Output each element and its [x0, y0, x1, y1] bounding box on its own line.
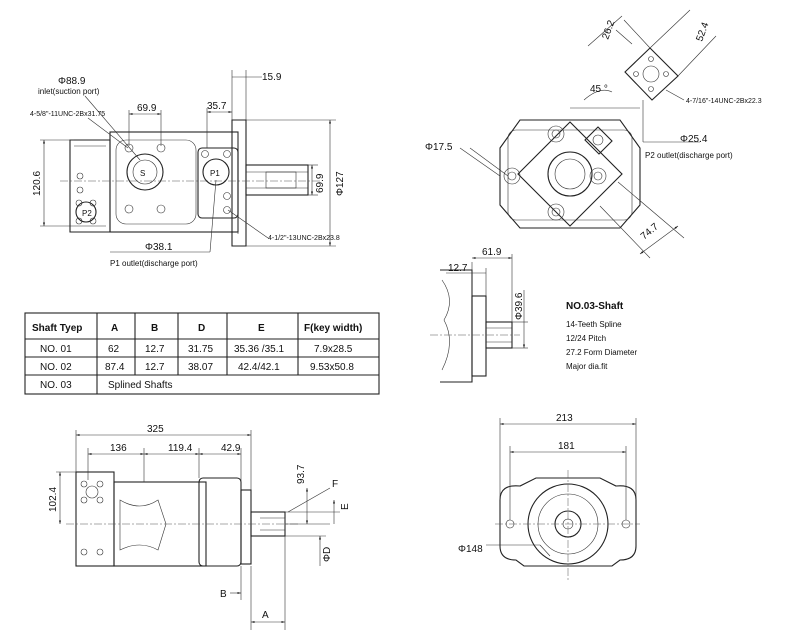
side-view: 325 136 119.4 42.9 102.4 93.7 F E ΦD B [48, 424, 351, 630]
dim-61-9: 61.9 [482, 247, 502, 258]
shaft-spec-line-2: 12/24 Pitch [566, 334, 606, 343]
dim-74-7: 74.7 [639, 221, 661, 242]
dim-26-2: 26.2 [600, 19, 617, 41]
table-header-f: F(key width) [304, 323, 362, 334]
table-cell: 31.75 [188, 344, 213, 355]
table-cell: NO. 02 [40, 362, 72, 373]
label-b: B [220, 589, 227, 600]
outlet-thread-label: 4-1/2"-13UNC-2Bx23.8 [268, 235, 340, 242]
table-header-a: A [111, 323, 118, 334]
dim-69-9-top: 69.9 [137, 103, 157, 114]
dim-120-6: 120.6 [32, 171, 43, 196]
port-p2-label: P2 [82, 209, 92, 218]
shaft-spec-title: NO.03-Shaft [566, 301, 624, 312]
dim-213: 213 [556, 413, 573, 424]
table-cell: NO. 01 [40, 344, 72, 355]
diameter-17-5: Φ17.5 [425, 142, 453, 153]
dim-15-9: 15.9 [262, 72, 282, 83]
outlet-port-label: P1 outlet(discharge port) [110, 259, 198, 268]
diameter-148: Φ148 [458, 544, 483, 555]
p2-outlet-label: P2 outlet(discharge port) [645, 151, 733, 160]
port-p1-label: P1 [210, 169, 220, 178]
front-view: 213 181 Φ148 [458, 413, 640, 580]
top-view: Φ88.9 inlet(suction port) 4-5/8"-11UNC-2… [30, 70, 346, 268]
dim-42-9: 42.9 [221, 443, 241, 454]
angle-45-label: 45 ° [590, 84, 608, 95]
table-cell: 38.07 [188, 362, 213, 373]
diameter-25-4: Φ25.4 [680, 134, 708, 145]
dim-136: 136 [110, 443, 127, 454]
dim-181: 181 [558, 441, 575, 452]
table-header-b: B [151, 323, 158, 334]
dim-325: 325 [147, 424, 164, 435]
dim-102-4: 102.4 [48, 487, 59, 512]
table-cell: 12.7 [145, 344, 165, 355]
table-cell: Splined Shafts [108, 380, 173, 391]
shaft-spec-line-1: 14-Teeth Spline [566, 320, 622, 329]
end-view: 26.2 52.4 45 ° 4-7/16"-14UNC-2Bx22.3 Φ17… [425, 9, 762, 259]
end-thread-label: 4-7/16"-14UNC-2Bx22.3 [686, 98, 762, 105]
table-cell: 87.4 [105, 362, 125, 373]
table-cell: 12.7 [145, 362, 165, 373]
shaft-spec-line-4: Major dia.fit [566, 362, 608, 371]
shaft-spec-line-3: 27.2 Form Diameter [566, 348, 637, 357]
inlet-port-label: inlet(suction port) [38, 87, 100, 96]
dim-93-7: 93.7 [296, 464, 307, 484]
outlet-diameter-label: Φ38.1 [145, 242, 173, 253]
label-f: F [332, 479, 338, 490]
port-s-label: S [140, 169, 145, 178]
shaft-detail: 61.9 12.7 Φ39.6 NO.03-Shaft 14-Teeth Spl… [430, 247, 637, 383]
shaft-table: Shaft Tyep A B D E F(key width) NO. 01 6… [24, 312, 380, 395]
label-e: E [340, 503, 351, 510]
table-cell: 35.36 /35.1 [234, 344, 284, 355]
diameter-127: Φ127 [335, 171, 346, 196]
table-cell: 62 [108, 344, 120, 355]
table-cell: NO. 03 [40, 380, 72, 391]
dim-12-7-shaft: 12.7 [448, 263, 468, 274]
inlet-diameter-label: Φ88.9 [58, 76, 86, 87]
dim-52-4: 52.4 [694, 21, 711, 43]
table-header-d: D [198, 323, 205, 334]
table-cell: 9.53x50.8 [310, 362, 354, 373]
dim-69-9-right: 69.9 [315, 173, 326, 193]
dim-35-7: 35.7 [207, 101, 227, 112]
label-d: ΦD [322, 547, 333, 562]
inlet-thread-label: 4-5/8"-11UNC-2Bx31.75 [30, 111, 105, 118]
table-cell: 7.9x28.5 [314, 344, 353, 355]
table-header-e: E [258, 323, 265, 334]
table-header-shaft-type: Shaft Tyep [32, 323, 82, 334]
dim-119-4: 119.4 [168, 443, 193, 454]
label-a: A [262, 610, 269, 621]
table-cell: 42.4/42.1 [238, 362, 280, 373]
diameter-39-6: Φ39.6 [514, 292, 525, 320]
